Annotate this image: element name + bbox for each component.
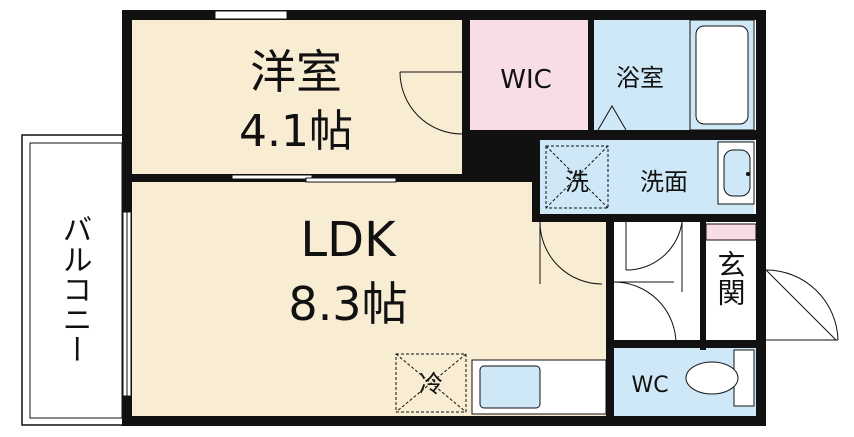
washroom-label: 洗面 (640, 168, 688, 196)
fridge-label: 冷 (419, 370, 443, 398)
western-room-size: 4.1帖 (239, 106, 353, 157)
hall-door (613, 221, 683, 345)
wic-floor (470, 18, 588, 130)
fridge-space (395, 353, 467, 413)
ldk-door (539, 221, 603, 285)
bath-door (597, 105, 627, 131)
entrance-label: 玄関 (714, 250, 747, 306)
ldk-room-size: 8.3帖 (288, 277, 407, 331)
entrance-floor (704, 222, 758, 342)
sliding-door (231, 174, 397, 183)
balcony-label: バルコニー (57, 214, 92, 364)
ldk-room-name: LDK (300, 212, 397, 268)
bathtub (689, 19, 755, 131)
entrance-shoebox (705, 223, 757, 241)
washer-label: 洗 (565, 168, 589, 196)
washer-space (545, 145, 609, 209)
balcony (21, 134, 127, 426)
wash-basin (717, 141, 755, 205)
toilet-fixture (685, 349, 755, 407)
western-room-name: 洋室 (250, 45, 342, 99)
bath-label: 浴室 (616, 64, 664, 92)
western-door (399, 71, 463, 135)
windows (122, 10, 288, 397)
entrance-door (765, 269, 839, 341)
wic-label: WIC (500, 65, 552, 95)
western-room-floor (132, 18, 462, 176)
kitchen-counter (471, 359, 607, 415)
toilet-label: WC (631, 373, 668, 398)
